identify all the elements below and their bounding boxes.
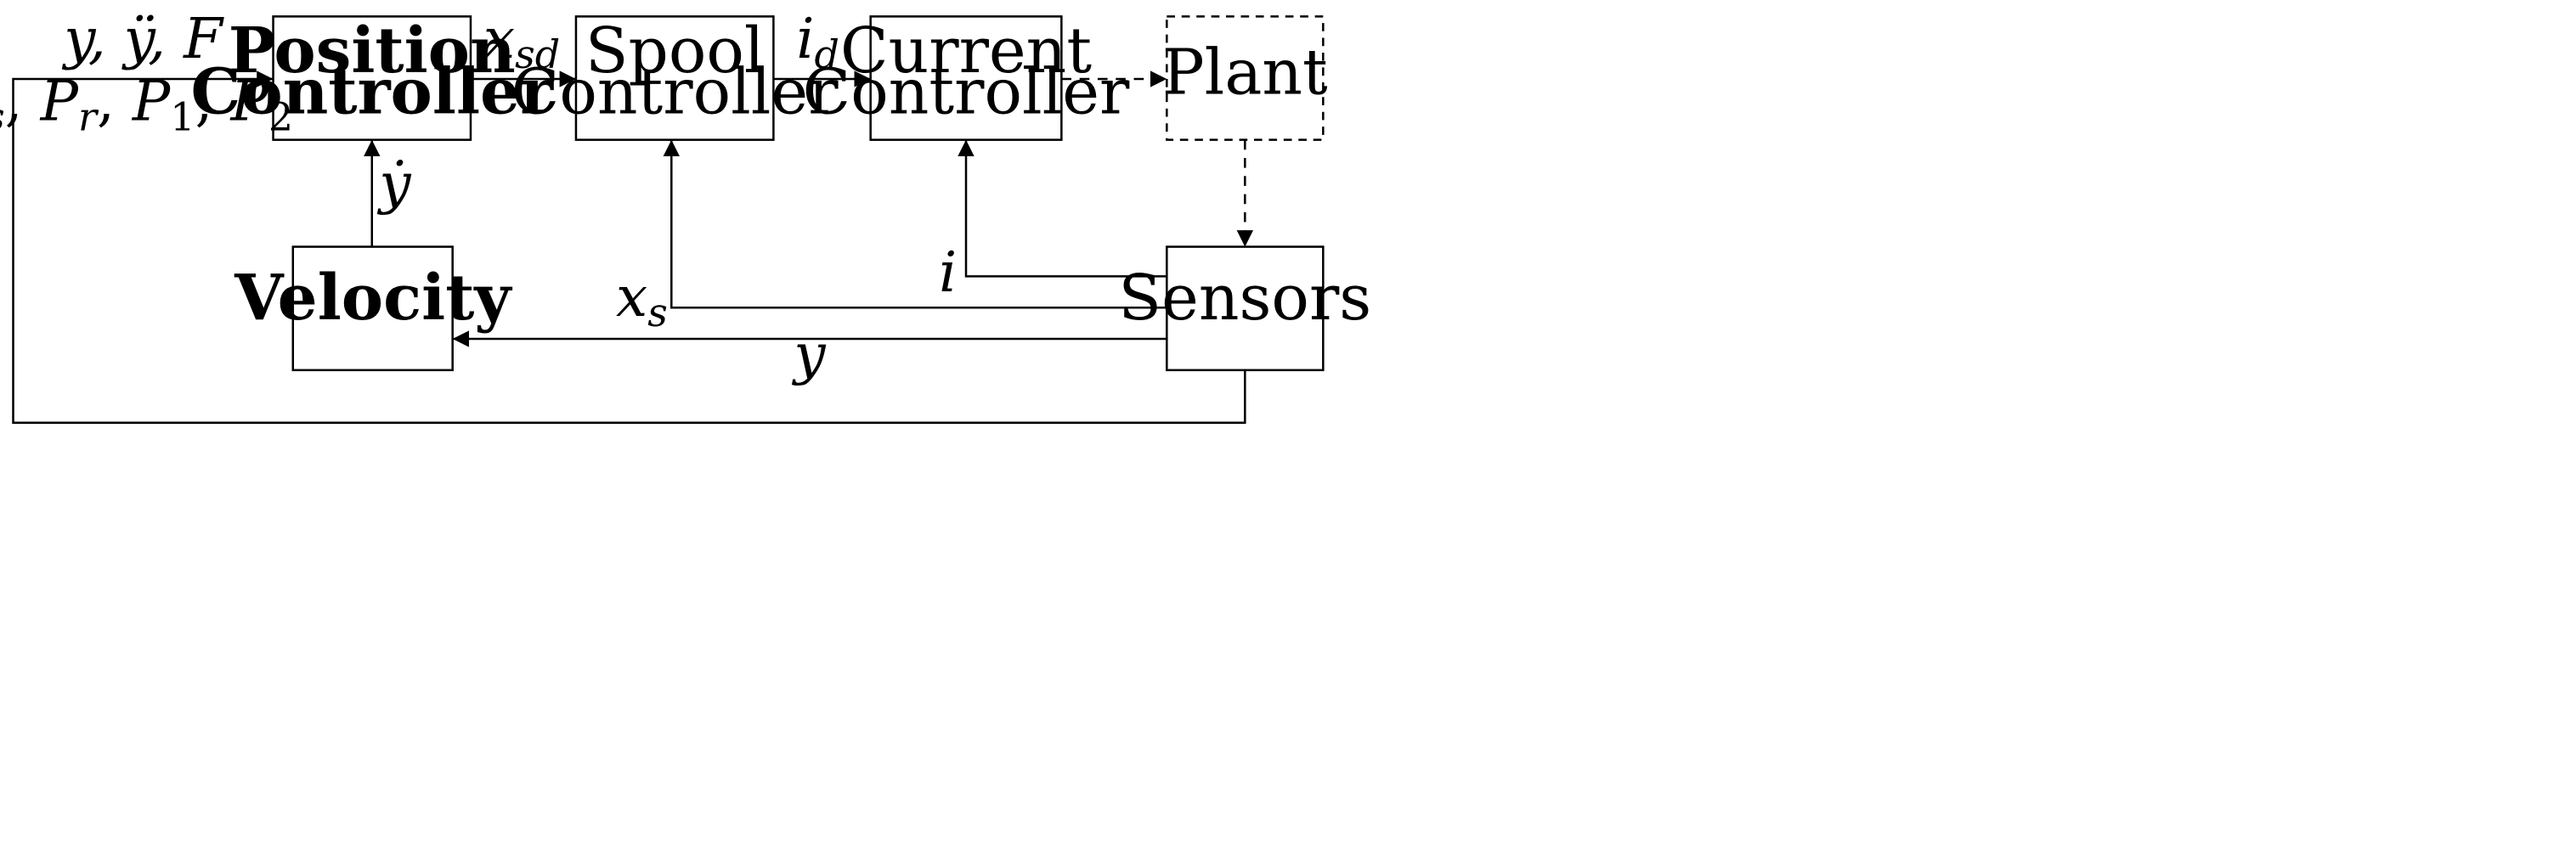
position-controller-label-line1: Position	[229, 14, 516, 87]
plant-block: Plant	[1162, 15, 1328, 141]
spool-position-feedback-label: xs	[616, 264, 668, 335]
current-controller-label-line1: Current	[840, 14, 1092, 87]
spool-controller-block: Spool Controller	[511, 14, 839, 141]
position-inputs-label: y, ÿ, F	[61, 6, 224, 71]
ydot-signal-label: ẏ	[376, 150, 411, 216]
sensors-label: Sensors	[1118, 262, 1371, 335]
position-controller-block: Position Controller	[190, 14, 554, 141]
feedback-spool-position-line	[663, 139, 1167, 309]
current-controller-label-line2: Controller	[803, 56, 1130, 129]
feedback-current-line	[958, 139, 1167, 278]
xsd-signal-label: xsd	[483, 6, 560, 77]
current-controller-block: Current Controller	[803, 14, 1130, 141]
velocity-block: Velocity	[234, 245, 512, 372]
sensors-block: Sensors	[1118, 245, 1371, 372]
outer-feedback-loop-line	[12, 70, 1246, 425]
current-feedback-label: i	[939, 239, 957, 305]
pressure-inputs-label: Ps, Pr, P1, P2	[0, 68, 293, 139]
position-controller-label-line2: Controller	[190, 56, 554, 129]
velocity-label: Velocity	[234, 262, 512, 335]
y-feedback-label: y	[791, 322, 826, 387]
plant-label: Plant	[1162, 36, 1328, 109]
spool-controller-label-line2: Controller	[511, 56, 839, 129]
id-signal-label: id	[796, 6, 839, 77]
spool-controller-label-line1: Spool	[585, 14, 765, 87]
